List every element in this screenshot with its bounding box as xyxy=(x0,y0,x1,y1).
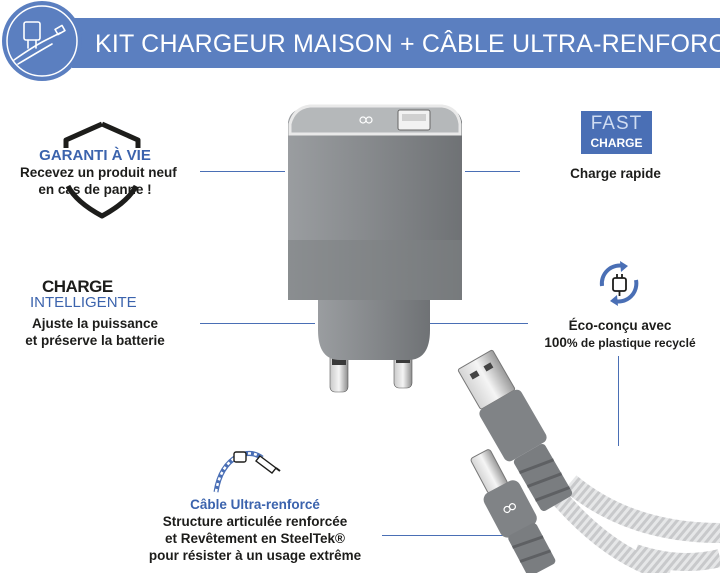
eco-line-2-rest: % de plastique recyclé xyxy=(566,336,696,350)
header-banner: KIT CHARGEUR MAISON + CÂBLE ULTRA-RENFOR… xyxy=(0,0,720,82)
connector-line xyxy=(382,535,542,537)
cable-line-3: pour résister à un usage extrême xyxy=(148,548,362,563)
warranty-block: GARANTI À VIE Recevez un produit neuf en… xyxy=(20,147,177,198)
cable-line-1: Structure articulée renforcée xyxy=(162,514,348,529)
cable-line-2: et Revêtement en SteelTek® xyxy=(164,531,345,546)
warranty-line-1: Recevez un produit neuf xyxy=(20,165,177,180)
eco-line-1: Éco-conçu avec xyxy=(568,318,672,333)
banner-background xyxy=(2,1,720,81)
warranty-line-2: en cas de panne ! xyxy=(38,182,152,197)
eco-percent: 100 xyxy=(544,335,567,350)
cable-block: Câble Ultra-renforcé Structure articulée… xyxy=(140,496,370,564)
fast-charge-badge: FAST CHARGE xyxy=(581,111,652,154)
eco-line-2: 100% de plastique recyclé xyxy=(525,334,715,352)
cable-icon xyxy=(213,450,281,493)
connector-line xyxy=(618,356,620,446)
smart-charge-block: CHARGE INTELLIGENTE Ajuste la puissance … xyxy=(20,277,170,349)
connector-line xyxy=(465,171,520,173)
recycle-plug-icon xyxy=(599,261,639,306)
fast-charge-badge-top: FAST xyxy=(590,113,643,134)
cable-title: Câble Ultra-renforcé xyxy=(190,497,320,512)
shield-icon xyxy=(63,121,141,219)
fast-charge-label: Charge rapide xyxy=(570,166,661,181)
connector-line xyxy=(430,323,528,325)
fast-charge-badge-bottom: CHARGE xyxy=(590,136,643,150)
connector-line xyxy=(200,171,285,173)
warranty-title: GARANTI À VIE xyxy=(39,147,151,164)
smart-charge-line-2: et préserve la batterie xyxy=(25,333,165,348)
cable-image xyxy=(457,349,720,573)
connector-line xyxy=(200,323,315,325)
smart-charge-line-1: Ajuste la puissance xyxy=(31,316,159,331)
smart-charge-title-bottom: INTELLIGENTE xyxy=(30,294,137,311)
charger-image xyxy=(288,104,462,393)
smart-charge-title-top: CHARGE xyxy=(42,277,113,296)
charger-cable-icon xyxy=(13,21,66,65)
banner-title: KIT CHARGEUR MAISON + CÂBLE ULTRA-RENFOR… xyxy=(95,30,720,58)
eco-block: Éco-conçu avec 100% de plastique recyclé xyxy=(525,317,715,352)
